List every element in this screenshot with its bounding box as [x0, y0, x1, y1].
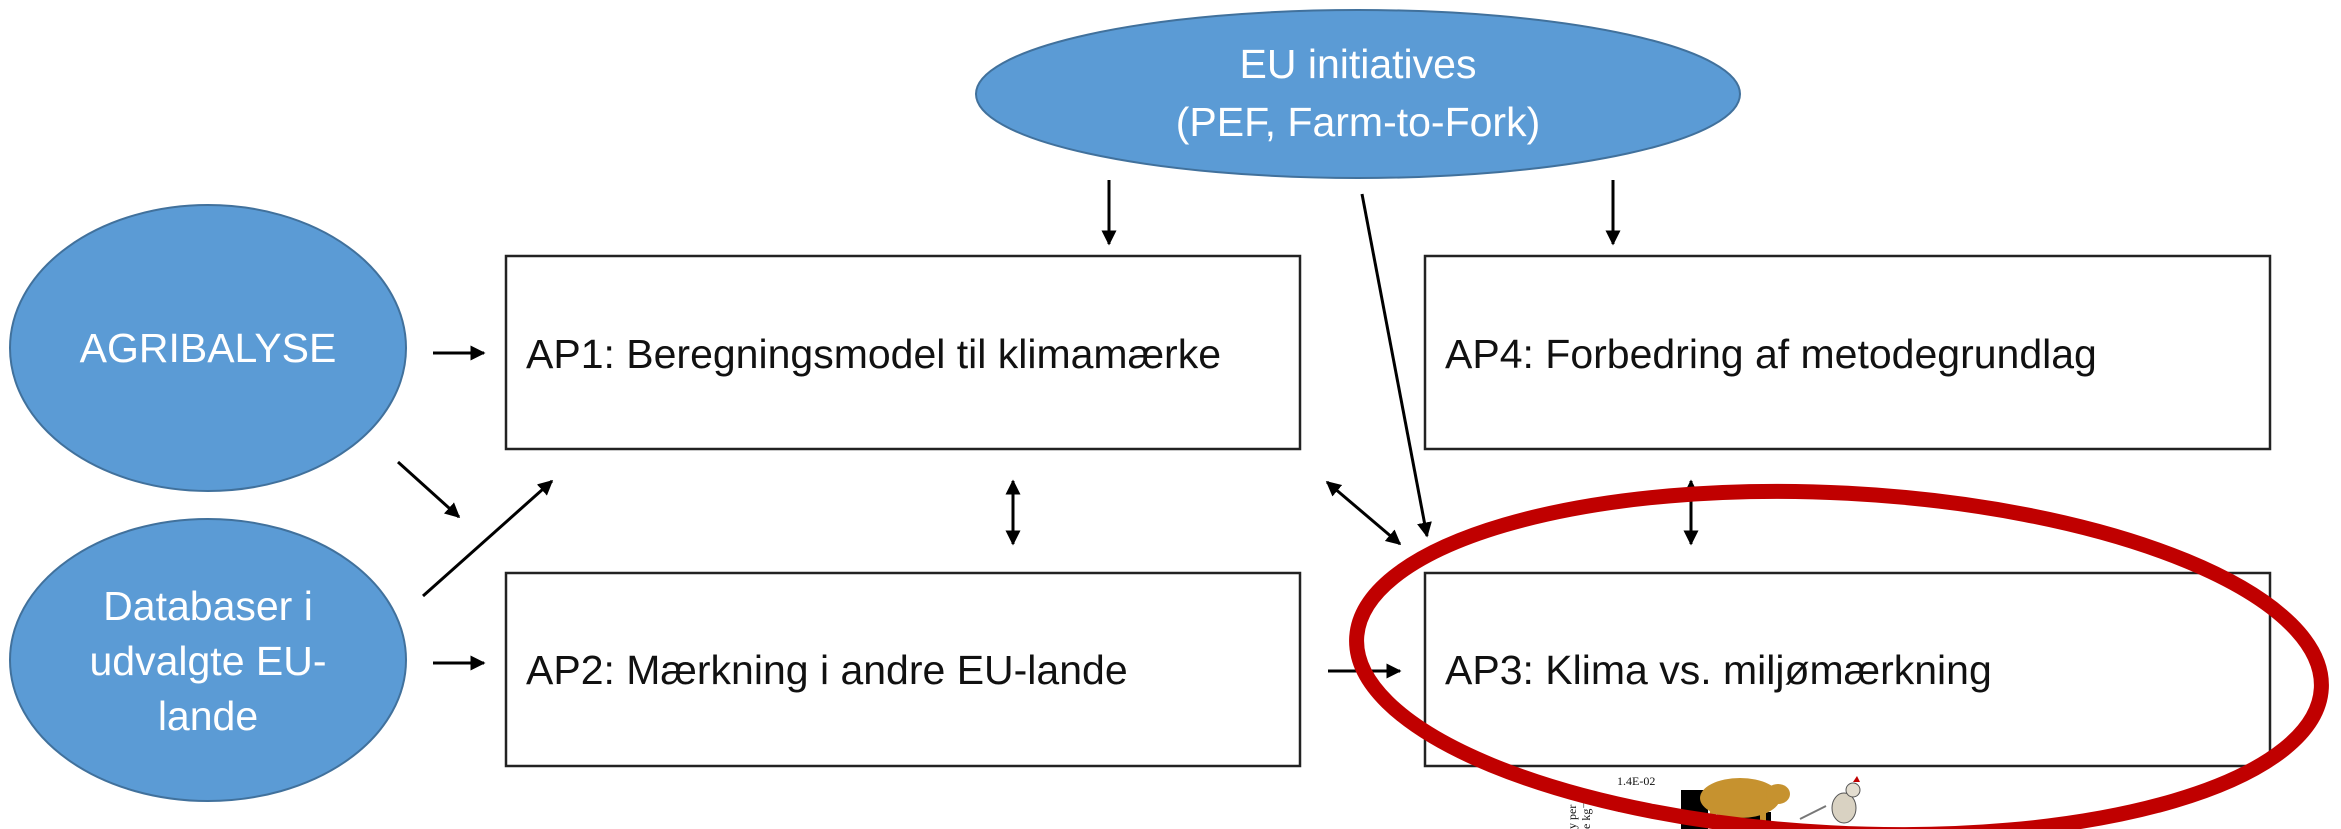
databaser-line-3: lande	[158, 693, 258, 739]
arrows	[396, 180, 1699, 679]
eu-initiatives-title: EU initiatives	[1240, 41, 1477, 87]
ap2-box: AP2: Mærkning i andre EU-lande	[504, 571, 1302, 768]
ap3-label: AP3: Klima vs. miljømærkning	[1445, 647, 1992, 693]
eu-initiatives-subtitle: (PEF, Farm-to-Fork)	[1176, 99, 1540, 145]
databaser-line-1: Databaser i	[103, 583, 313, 629]
ap3-box: AP3: Klima vs. miljømærkning	[1423, 571, 2272, 768]
databaser-line-2: udvalgte EU-	[89, 638, 326, 684]
arrow-eu-to-ap3	[1360, 193, 1432, 538]
arrow-ap1-ap3	[1325, 480, 1402, 546]
ap2-label: AP2: Mærkning i andre EU-lande	[526, 647, 1128, 693]
ap4-label: AP4: Forbedring af metodegrundlag	[1445, 331, 2097, 377]
inset-chart-fragment: y per e kg⁻¹) 1.4E-02 1.2E-02	[1563, 768, 2109, 829]
ap1-box: AP1: Beregningsmodel til klimamærke	[504, 254, 1302, 451]
inset-tick-1: 1.4E-02	[1617, 774, 1655, 788]
arrow-agribalyse-to-ap2	[396, 460, 461, 519]
pig-icon	[1700, 778, 1790, 826]
inset-axis-fragment-1: y per	[1565, 805, 1579, 829]
highlight-ring	[1349, 483, 2329, 829]
eu-initiatives-node: EU initiatives (PEF, Farm-to-Fork)	[975, 9, 1741, 179]
arrow-databaser-to-ap1	[422, 479, 554, 598]
databaser-node: Databaser i udvalgte EU- lande	[9, 518, 407, 802]
agribalyse-node: AGRIBALYSE	[9, 204, 407, 492]
chicken-icon	[1799, 776, 1861, 824]
agribalyse-label: AGRIBALYSE	[80, 325, 337, 371]
ap4-box: AP4: Forbedring af metodegrundlag	[1423, 254, 2272, 451]
ap1-label: AP1: Beregningsmodel til klimamærke	[526, 331, 1221, 377]
